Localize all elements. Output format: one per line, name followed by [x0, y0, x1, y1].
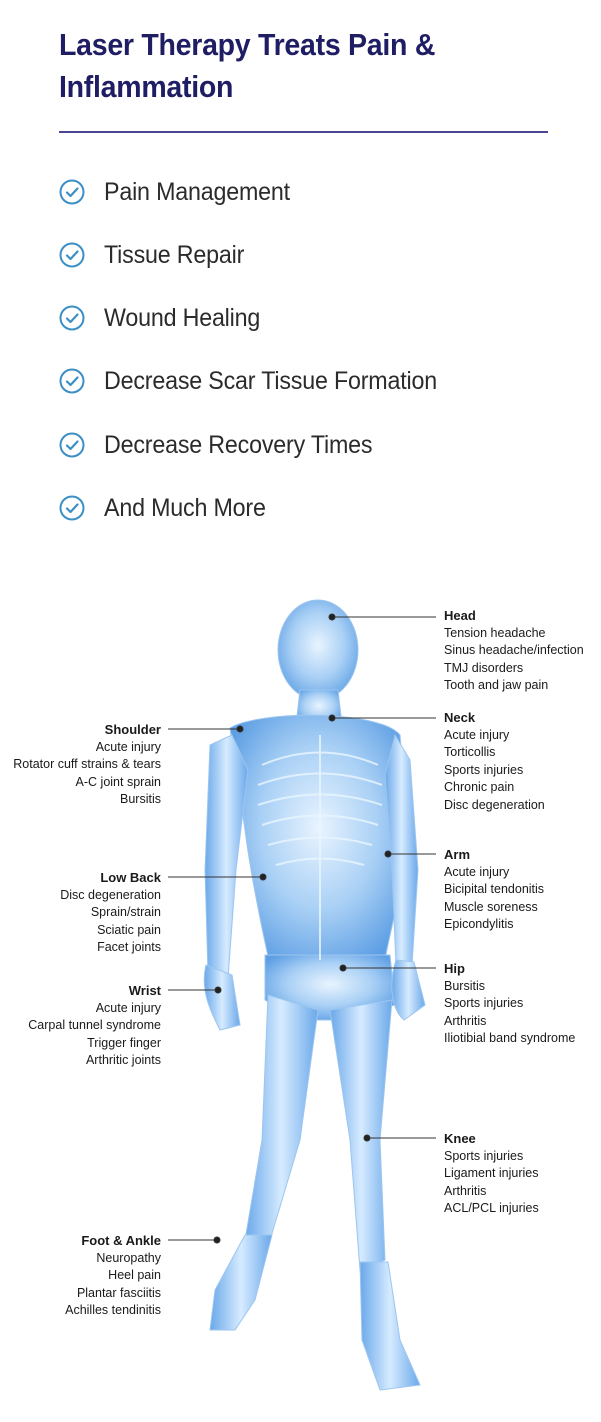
- region-title: Knee: [444, 1131, 476, 1146]
- region-title: Neck: [444, 710, 476, 725]
- condition-item: Carpal tunnel syndrome: [28, 1018, 161, 1033]
- region-knee: Knee Sports injuries Ligament injuries A…: [444, 1130, 539, 1218]
- condition-item: Plantar fasciitis: [76, 1285, 161, 1300]
- condition-item: Sinus headache/infection: [444, 643, 584, 658]
- condition-item: Arthritis: [444, 1013, 487, 1028]
- condition-item: ACL/PCL injuries: [444, 1201, 539, 1216]
- condition-item: Disc degeneration: [60, 887, 161, 902]
- condition-item: Achilles tendinitis: [65, 1303, 161, 1318]
- benefit-label: Pain Management: [104, 177, 290, 206]
- benefit-label: And Much More: [104, 493, 266, 522]
- condition-item: Acute injury: [95, 739, 161, 754]
- region-low-back: Low Back Disc degeneration Sprain/strain…: [60, 869, 161, 957]
- region-title: Low Back: [100, 870, 161, 885]
- benefit-item: Decrease Scar Tissue Formation: [59, 361, 462, 401]
- neck-marker: [328, 714, 336, 722]
- region-neck: Neck Acute injury Torticollis Sports inj…: [444, 709, 545, 815]
- condition-item: Sports injuries: [444, 762, 524, 777]
- condition-item: Bursitis: [444, 978, 485, 993]
- benefit-label: Wound Healing: [104, 303, 261, 332]
- condition-item: Sciatic pain: [97, 922, 161, 937]
- condition-item: Acute injury: [444, 864, 510, 879]
- human-body-illustration: [168, 599, 436, 1391]
- condition-item: Muscle soreness: [444, 899, 538, 914]
- check-circle-icon: [59, 368, 85, 394]
- check-circle-icon: [59, 495, 85, 521]
- condition-item: Arthritis: [444, 1183, 487, 1198]
- condition-item: Tooth and jaw pain: [444, 678, 549, 693]
- check-circle-icon: [59, 305, 85, 331]
- condition-item: Rotator cuff strains & tears: [13, 757, 161, 772]
- region-title: Foot & Ankle: [81, 1233, 161, 1248]
- condition-item: Heel pain: [108, 1268, 161, 1283]
- shoulder-marker: [236, 725, 244, 733]
- head-marker: [328, 613, 336, 621]
- benefit-item: Wound Healing: [59, 298, 272, 338]
- benefit-label: Decrease Scar Tissue Formation: [104, 366, 437, 395]
- arm-marker: [384, 850, 392, 858]
- check-circle-icon: [59, 242, 85, 268]
- benefit-label: Decrease Recovery Times: [104, 430, 373, 459]
- benefit-item: Tissue Repair: [59, 235, 255, 275]
- condition-item: Facet joints: [97, 940, 161, 955]
- region-title: Wrist: [128, 983, 161, 998]
- title-divider: [59, 131, 548, 133]
- hip-marker: [339, 964, 347, 972]
- region-title: Hip: [444, 961, 465, 976]
- low-back-marker: [259, 873, 267, 881]
- condition-item: Tension headache: [444, 625, 546, 640]
- rib-cage: [257, 735, 383, 960]
- condition-item: Disc degeneration: [444, 797, 545, 812]
- condition-item: Sprain/strain: [90, 905, 161, 920]
- condition-item: TMJ disorders: [444, 660, 524, 675]
- region-wrist: Wrist Acute injury Carpal tunnel syndrom…: [28, 982, 161, 1070]
- wrist-marker: [214, 986, 222, 994]
- condition-item: Torticollis: [444, 745, 496, 760]
- region-shoulder: Shoulder Acute injury Rotator cuff strai…: [13, 721, 161, 809]
- region-foot-ankle: Foot & Ankle Neuropathy Heel pain Planta…: [65, 1232, 161, 1320]
- knee-marker: [363, 1134, 371, 1142]
- condition-item: Bicipital tendonitis: [444, 882, 545, 897]
- condition-item: Bursitis: [120, 792, 161, 807]
- region-title: Head: [444, 608, 476, 623]
- region-title: Arm: [444, 847, 471, 862]
- region-arm: Arm Acute injury Bicipital tendonitis Mu…: [444, 846, 544, 934]
- condition-item: Ligament injuries: [444, 1166, 539, 1181]
- condition-item: A-C joint sprain: [75, 774, 161, 789]
- region-head: Head Tension headache Sinus headache/inf…: [444, 607, 584, 695]
- check-circle-icon: [59, 179, 85, 205]
- condition-item: Iliotibial band syndrome: [444, 1031, 576, 1046]
- region-title: Shoulder: [104, 722, 161, 737]
- condition-item: Sports injuries: [444, 1148, 524, 1163]
- page-title: Laser Therapy Treats Pain & Inflammation: [59, 27, 436, 104]
- condition-item: Sports injuries: [444, 996, 524, 1011]
- condition-item: Epicondylitis: [444, 917, 514, 932]
- check-circle-icon: [59, 432, 85, 458]
- benefit-item: And Much More: [59, 488, 278, 528]
- condition-item: Neuropathy: [96, 1250, 161, 1265]
- benefit-item: Pain Management: [59, 172, 304, 212]
- benefit-label: Tissue Repair: [104, 240, 245, 269]
- condition-item: Chronic pain: [444, 780, 515, 795]
- region-hip: Hip Bursitis Sports injuries Arthritis I…: [444, 960, 575, 1048]
- foot-ankle-marker: [213, 1236, 221, 1244]
- condition-item: Arthritic joints: [85, 1053, 161, 1068]
- leader-lines: [168, 613, 436, 1244]
- condition-item: Trigger finger: [87, 1035, 161, 1050]
- condition-item: Acute injury: [444, 727, 510, 742]
- benefit-item: Decrease Recovery Times: [59, 425, 393, 465]
- condition-item: Acute injury: [95, 1000, 161, 1015]
